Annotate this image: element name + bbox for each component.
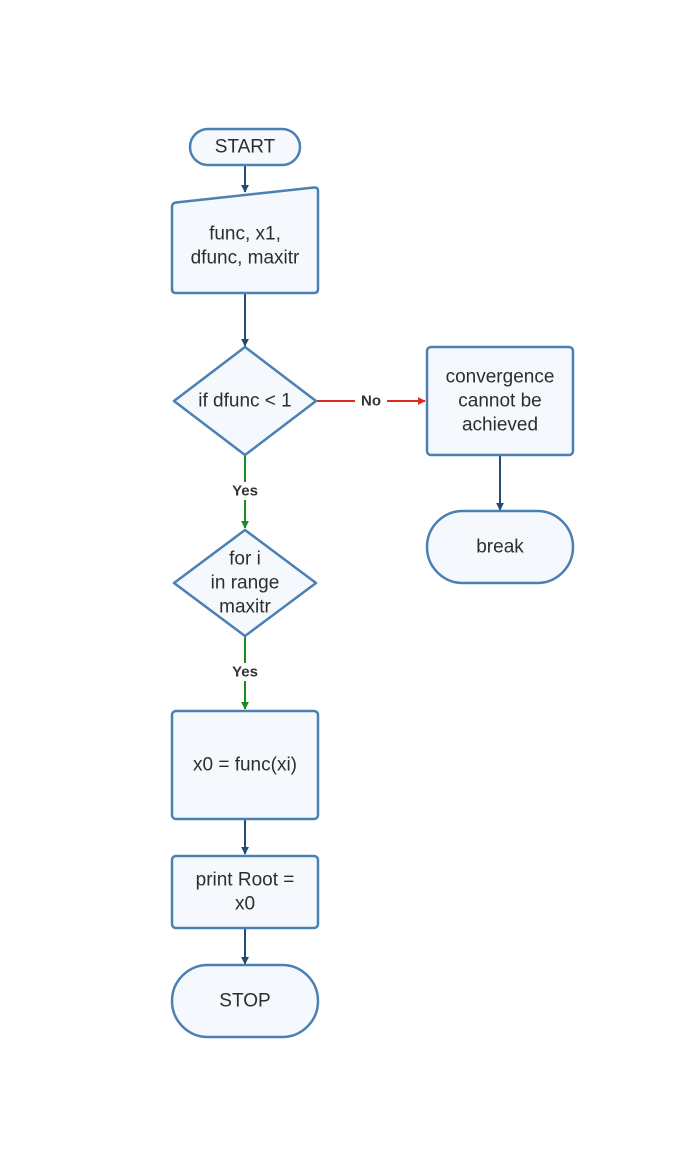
edge-label-background <box>229 663 261 681</box>
node-label-line: cannot be <box>458 391 541 412</box>
node-label-line: for i <box>229 549 261 570</box>
node-label-line: x0 = func(xi) <box>193 755 297 776</box>
node-shape-terminator <box>170 963 320 1039</box>
node-shape-process <box>170 854 320 930</box>
node-label-line: func, x1, <box>209 224 281 245</box>
node-label-line: break <box>476 537 524 558</box>
node-loop: for i in range maxitr <box>172 528 318 638</box>
node-label-line: if dfunc < 1 <box>198 391 291 412</box>
edge-check_dfunc-to-loop: Yes <box>229 456 261 529</box>
nodes-layer: START func, x1, dfunc, maxitr if dfunc < 1 c… <box>170 127 575 1039</box>
node-stop: STOP <box>170 963 320 1039</box>
node-label-line: in range <box>211 573 280 594</box>
node-shape-manual-input <box>170 186 320 295</box>
node-compute: x0 = func(xi) <box>170 709 320 821</box>
node-label-line: x0 <box>235 894 255 915</box>
edge-label-no: No <box>361 393 381 410</box>
edge-label-background <box>355 392 387 410</box>
node-shape-terminator <box>188 127 302 167</box>
node-label-line: achieved <box>462 415 538 436</box>
edge-label-background <box>229 482 261 500</box>
node-start: START <box>188 127 302 167</box>
node-break: break <box>425 509 575 585</box>
node-check-dfunc: if dfunc < 1 <box>172 345 318 457</box>
node-label-line: dfunc, maxitr <box>191 248 300 269</box>
edge-label-yes: Yes <box>232 664 258 681</box>
node-no-convergence: convergence cannot be achieved <box>425 345 575 457</box>
node-shape-process <box>170 709 320 821</box>
node-print: print Root = x0 <box>170 854 320 930</box>
node-label-line: convergence <box>446 367 555 388</box>
edge-loop-to-compute: Yes <box>229 637 261 710</box>
node-shape-decision <box>172 345 318 457</box>
node-label-line: STOP <box>219 991 270 1012</box>
node-shape-decision <box>172 528 318 638</box>
node-label-line: START <box>215 137 276 158</box>
node-label-line: maxitr <box>219 597 271 618</box>
edge-check_dfunc-to-no_convergence: No <box>317 392 426 410</box>
node-label-line: print Root = <box>196 870 295 891</box>
edge-label-yes: Yes <box>232 483 258 500</box>
node-input: func, x1, dfunc, maxitr <box>170 186 320 295</box>
node-shape-process <box>425 345 575 457</box>
node-shape-terminator <box>425 509 575 585</box>
